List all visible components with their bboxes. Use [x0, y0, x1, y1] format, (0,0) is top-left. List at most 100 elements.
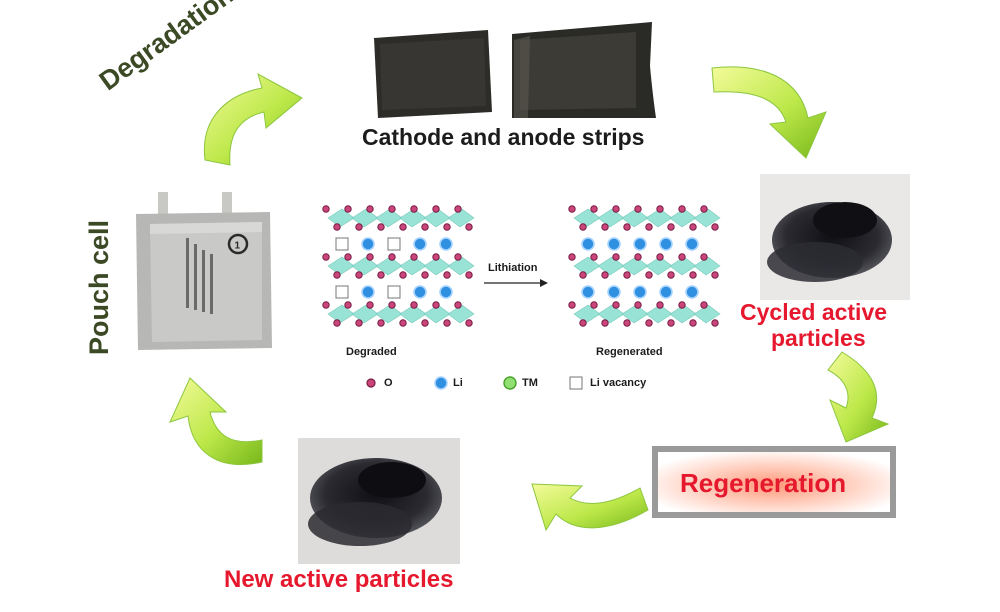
- arrow-degradation: [203, 72, 303, 166]
- arrow-to-new-particles: [531, 483, 649, 532]
- lithium-atom: [581, 285, 595, 299]
- tm-layer-octahedron: [351, 304, 379, 324]
- oxygen-atom: [634, 205, 642, 213]
- oxygen-atom: [410, 253, 418, 261]
- crystal-degraded: [322, 205, 475, 327]
- oxygen-atom: [399, 271, 407, 279]
- oxygen-atom: [678, 205, 686, 213]
- legend-vacancy-symbol: [569, 376, 583, 390]
- oxygen-atom: [344, 301, 352, 309]
- legend-label-vacancy: Li vacancy: [590, 377, 647, 389]
- oxygen-atom: [700, 205, 708, 213]
- oxygen-atom: [421, 271, 429, 279]
- oxygen-atom: [344, 253, 352, 261]
- oxygen-atom: [579, 223, 587, 231]
- oxygen-atom: [388, 253, 396, 261]
- lithium-atom: [685, 285, 699, 299]
- oxygen-atom: [377, 319, 385, 327]
- oxygen-atom: [432, 253, 440, 261]
- li-vacancy: [335, 237, 349, 251]
- lithium-atom: [413, 237, 427, 251]
- lithium-atom: [659, 237, 673, 251]
- tm-layer-octahedron: [597, 304, 625, 324]
- oxygen-atom: [410, 301, 418, 309]
- oxygen-atom: [454, 301, 462, 309]
- oxygen-atom: [366, 205, 374, 213]
- oxygen-atom: [700, 301, 708, 309]
- label-pouch-cell: Pouch cell: [84, 219, 114, 355]
- lithium-atom: [413, 285, 427, 299]
- oxygen-atom: [711, 271, 719, 279]
- arrow-to-regeneration: [827, 351, 890, 443]
- oxygen-atom: [443, 271, 451, 279]
- lithium-atom: [607, 237, 621, 251]
- oxygen-atom: [579, 271, 587, 279]
- oxygen-atom: [689, 223, 697, 231]
- oxygen-atom: [454, 205, 462, 213]
- label-cycled-line1: Cycled active: [740, 299, 888, 325]
- oxygen-atom: [623, 319, 631, 327]
- tm-layer-octahedron: [597, 208, 625, 228]
- tm-layer-octahedron: [351, 208, 379, 228]
- oxygen-atom: [322, 301, 330, 309]
- oxygen-atom: [645, 223, 653, 231]
- oxygen-atom: [568, 253, 576, 261]
- label-degraded: Degraded: [346, 346, 397, 358]
- label-regenerated: Regenerated: [596, 346, 663, 358]
- oxygen-atom: [590, 205, 598, 213]
- cycled-particles-photo: [760, 174, 910, 300]
- oxygen-atom: [322, 253, 330, 261]
- oxygen-atom: [667, 223, 675, 231]
- oxygen-atom: [333, 319, 341, 327]
- oxygen-atom: [590, 301, 598, 309]
- crystal-regenerated: [568, 205, 721, 327]
- oxygen-atom: [678, 253, 686, 261]
- oxygen-atom: [656, 205, 664, 213]
- oxygen-atom: [355, 319, 363, 327]
- oxygen-atom: [656, 253, 664, 261]
- oxygen-atom: [579, 319, 587, 327]
- li-vacancy: [335, 285, 349, 299]
- oxygen-atom: [333, 223, 341, 231]
- oxygen-atom: [377, 223, 385, 231]
- legend-tm-symbol: [503, 376, 517, 390]
- oxygen-atom: [678, 301, 686, 309]
- oxygen-atom: [465, 271, 473, 279]
- oxygen-atom: [711, 319, 719, 327]
- oxygen-atom: [388, 301, 396, 309]
- oxygen-atom: [421, 223, 429, 231]
- oxygen-atom: [667, 271, 675, 279]
- lithiation-arrow: [484, 279, 548, 287]
- label-cathode-anode-strips: Cathode and anode strips: [362, 124, 645, 150]
- oxygen-atom: [443, 319, 451, 327]
- label-regeneration: Regeneration: [680, 468, 847, 498]
- legend-li-symbol: [434, 376, 448, 390]
- oxygen-atom: [700, 253, 708, 261]
- oxygen-atom: [634, 253, 642, 261]
- lithium-atom: [659, 285, 673, 299]
- arrow-to-pouch-cell: [169, 377, 263, 466]
- oxygen-atom: [623, 223, 631, 231]
- oxygen-atom: [355, 271, 363, 279]
- oxygen-atom: [645, 319, 653, 327]
- oxygen-atom: [432, 205, 440, 213]
- oxygen-atom: [355, 223, 363, 231]
- oxygen-atom: [410, 205, 418, 213]
- oxygen-atom: [612, 301, 620, 309]
- oxygen-atom: [432, 301, 440, 309]
- lithium-atom: [581, 237, 595, 251]
- anode-strip-photo: [512, 22, 656, 118]
- lithium-atom: [361, 285, 375, 299]
- label-lithiation: Lithiation: [488, 262, 538, 274]
- arrow-to-cycled: [711, 66, 827, 159]
- lithium-atom: [633, 237, 647, 251]
- cathode-strip-photo: [374, 30, 492, 118]
- legend-label-tm: TM: [522, 377, 538, 389]
- oxygen-atom: [645, 271, 653, 279]
- svg-text:1: 1: [235, 241, 241, 252]
- oxygen-atom: [601, 271, 609, 279]
- lithium-atom: [607, 285, 621, 299]
- oxygen-atom: [366, 301, 374, 309]
- oxygen-atom: [656, 301, 664, 309]
